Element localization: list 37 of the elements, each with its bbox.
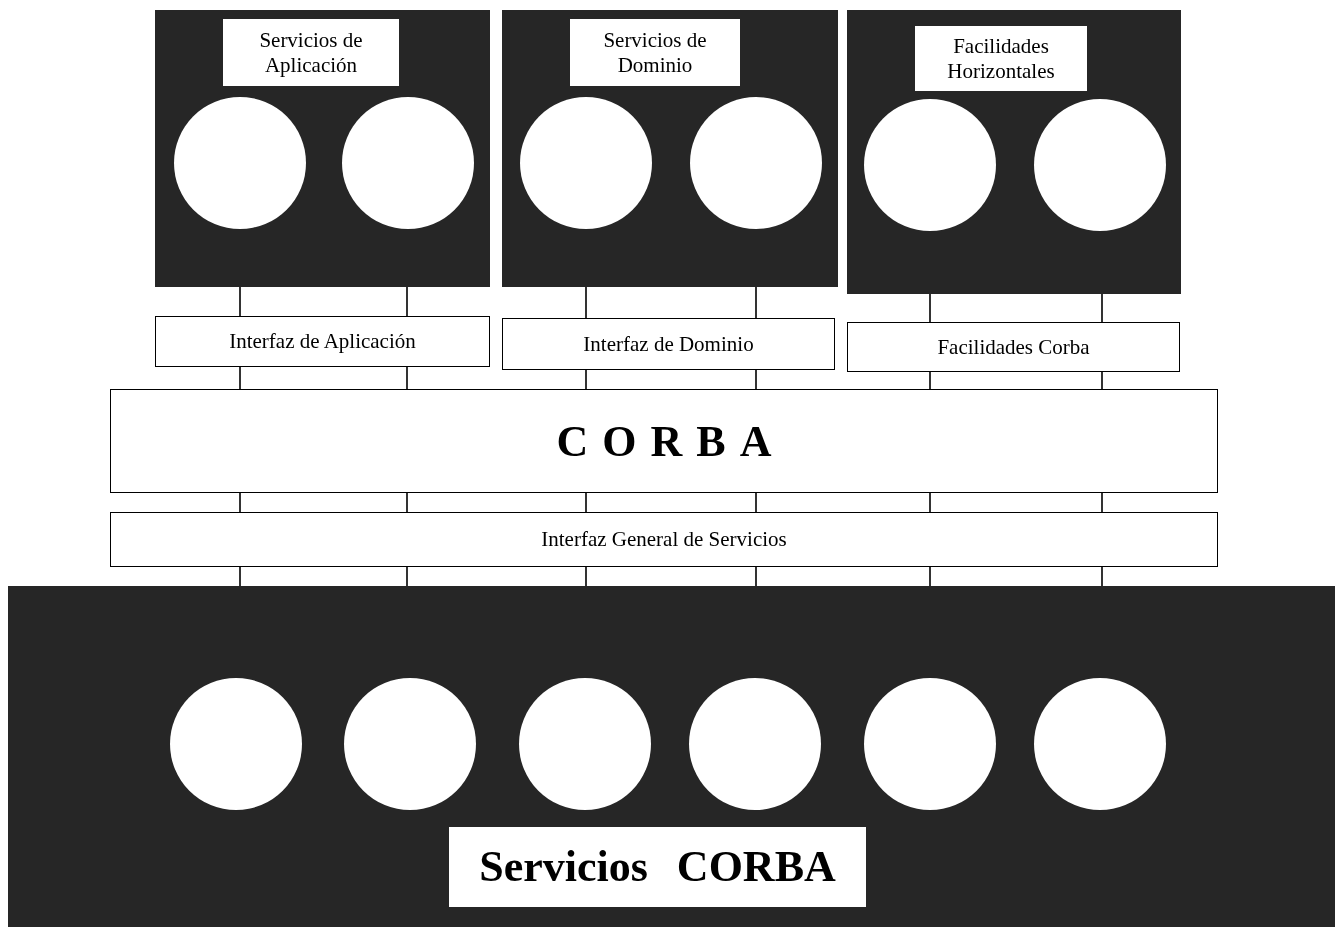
connector-line (585, 566, 587, 587)
dark-panel (847, 10, 1181, 294)
layer-box: Interfaz de Dominio (502, 318, 835, 370)
panel-title: Servicios de Dominio (570, 19, 740, 86)
connector-line (239, 566, 241, 587)
dark-panel (8, 586, 1335, 927)
layer-box: Facilidades Corba (847, 322, 1180, 372)
connector-line (1101, 492, 1103, 513)
connector-line (755, 566, 757, 587)
panel-title: Facilidades Horizontales (915, 26, 1087, 91)
connector-line (585, 369, 587, 390)
connector-line (239, 366, 241, 390)
connector-line (585, 492, 587, 513)
connector-line (239, 492, 241, 513)
connector-line (929, 566, 931, 587)
connector-line (585, 286, 587, 319)
connector-line (1101, 371, 1103, 390)
layer-box: Interfaz de Aplicación (155, 316, 490, 367)
connector-line (1101, 566, 1103, 587)
panel-title: Servicios de Aplicación (223, 19, 399, 86)
connector-line (755, 286, 757, 319)
connector-line (406, 566, 408, 587)
connector-line (1101, 293, 1103, 323)
dark-panel (502, 10, 838, 287)
connector-line (755, 369, 757, 390)
layer-box: CORBA (110, 389, 1218, 493)
panel-title: Servicios CORBA (449, 827, 866, 907)
connector-line (755, 492, 757, 513)
layer-box: Interfaz General de Servicios (110, 512, 1218, 567)
connector-line (406, 286, 408, 317)
connector-line (406, 492, 408, 513)
connector-line (406, 366, 408, 390)
dark-panel (155, 10, 490, 287)
connector-line (239, 286, 241, 317)
connector-line (929, 293, 931, 323)
connector-line (929, 492, 931, 513)
connector-line (929, 371, 931, 390)
